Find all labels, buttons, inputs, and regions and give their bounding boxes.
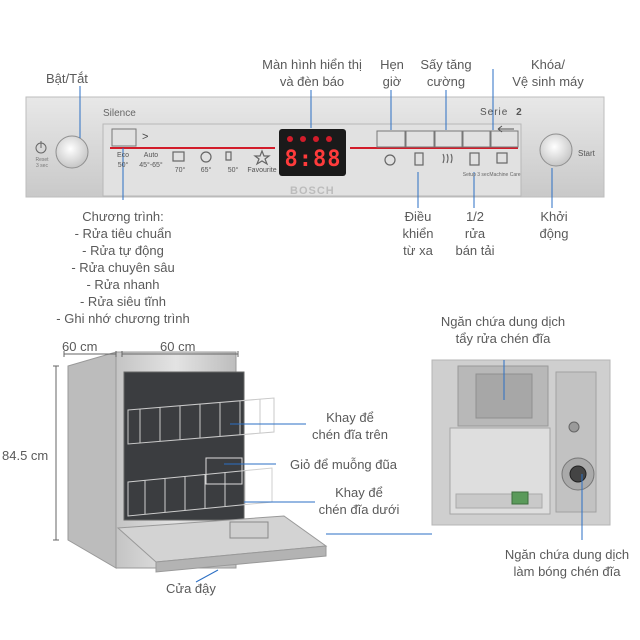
program-item: - Rửa tiêu chuẩn [74, 226, 172, 241]
half-load-label: 1/2 rửa bán tải [448, 208, 502, 259]
width-dimension: 60 cm [160, 339, 196, 354]
display-label-line: và đèn báo [279, 74, 345, 89]
silence-label: Silence [103, 108, 136, 119]
timer-label-line: giờ [382, 74, 402, 89]
setup-caption: Setup 3 sec [462, 172, 490, 178]
machine-care-caption: Machine Care [489, 172, 521, 178]
leader-lines [79, 69, 583, 583]
half-load-icon [469, 152, 480, 166]
cutlery-basket-wire [205, 457, 243, 485]
upper-rack-label: Khay để chén đĩa trên [302, 409, 398, 443]
remote-label: Điều khiển từ xa [396, 208, 440, 259]
lower-rack-label: Khay để chén đĩa dưới [312, 484, 406, 518]
door-label: Cửa đậy [166, 581, 216, 596]
dry-label: Sấy tăng cường [414, 56, 478, 90]
upper-rack-label-line: chén đĩa trên [312, 427, 388, 442]
display-digits: 8:88 [284, 147, 342, 172]
detergent-label-line: Ngăn chứa dung dịch [440, 314, 566, 329]
lock-label: Khóa/ Vệ sinh máy [500, 56, 596, 90]
timer-clock-icon [384, 154, 396, 166]
upper-rack-label-line: Khay để [326, 410, 374, 425]
rinse-aid-label-line: Ngăn chứa dung dịch [504, 547, 630, 562]
half-load-button [462, 130, 491, 148]
upper-rack-wire [127, 397, 275, 445]
cutlery-basket-label: Giỏ để muỗng đũa [290, 457, 397, 472]
dry-label-line: Sấy tăng [420, 57, 472, 72]
start-button[interactable] [539, 133, 573, 167]
half-load-label-line: rửa [464, 226, 486, 241]
start-label-line: động [539, 226, 569, 241]
start-caption: Start [578, 149, 595, 158]
lock-label-line: Khóa/ [531, 57, 565, 72]
timer-label-line: Hẹn [380, 57, 404, 72]
program-temp: 50° [117, 162, 129, 169]
intensive-pot-icon [172, 151, 185, 162]
power-caption: Reset 3 sec [35, 157, 49, 169]
timer-button [376, 130, 406, 148]
brand-logo: BOSCH [290, 185, 335, 197]
detergent-label-line: tẩy rửa chén đĩa [455, 331, 551, 346]
program-icons [172, 149, 271, 166]
remote-phone-icon [414, 152, 424, 166]
program-intensive[interactable]: 70° [174, 167, 186, 174]
program-item: - Rửa chuyên sâu [71, 260, 175, 275]
height-dimension: 84.5 cm [2, 448, 49, 463]
option-icons [384, 152, 508, 166]
remote-label-line: từ xa [403, 243, 433, 258]
program-auto[interactable]: Auto 45°-65° [137, 152, 165, 170]
dishwasher-illustration [67, 351, 328, 573]
dispenser-closeup [431, 359, 611, 526]
program-item: - Rửa siêu tĩnh [79, 294, 167, 309]
power-button[interactable] [55, 135, 89, 169]
timer-label: Hẹn giờ [372, 56, 412, 90]
lock-button [490, 130, 519, 148]
detergent-dispenser-label: Ngăn chứa dung dịch tẩy rửa chén đĩa [428, 313, 578, 347]
start-label-line: Khởi [540, 209, 568, 224]
silence-icon [225, 151, 232, 161]
half-load-label-line: bán tải [455, 243, 495, 258]
series-label: Serie 2 [480, 104, 523, 121]
power-label: Bật/Tắt [46, 71, 88, 86]
programs-label: Chương trình: - Rửa tiêu chuẩn - Rửa tự … [48, 208, 198, 327]
series-text: Serie [480, 107, 509, 118]
program-item: - Rửa tự động [82, 243, 164, 258]
favourite-star-icon [253, 149, 271, 166]
dry-steam-icon [442, 153, 453, 164]
remote-label-line: Điều [404, 209, 432, 224]
program-temp: 45°-65° [139, 162, 163, 169]
program-item: - Ghi nhớ chương trình [56, 311, 190, 326]
lock-arrow-icon [497, 125, 514, 133]
program-silence[interactable]: 50° [227, 167, 239, 174]
lower-rack-label-line: Khay để [335, 485, 383, 500]
program-selector-box [111, 128, 137, 147]
display-label: Màn hình hiển thị và đèn báo [248, 56, 376, 90]
depth-dimension: 60 cm [62, 339, 98, 354]
dry-label-line: cường [426, 74, 466, 89]
half-load-label-line: 1/2 [465, 209, 485, 224]
machine-care-icon [496, 152, 508, 164]
dry-button [434, 130, 463, 148]
series-number: 2 [516, 107, 523, 118]
control-panel [25, 96, 605, 198]
rinse-aid-label-line: làm bóng chén đĩa [513, 564, 621, 579]
quick-clock-icon [200, 151, 212, 163]
program-name: Auto [143, 152, 159, 159]
program-name: Eco [116, 152, 130, 159]
display-label-line: Màn hình hiển thị [262, 57, 362, 72]
lower-rack-label-line: chén đĩa dưới [318, 502, 400, 517]
remote-label-line: khiển [402, 226, 434, 241]
program-favourite[interactable]: Favourite [247, 167, 277, 174]
lock-label-line: Vệ sinh máy [512, 74, 584, 89]
start-label: Khởi động [532, 208, 576, 242]
program-quick[interactable]: 65° [200, 167, 212, 174]
remote-button [405, 130, 435, 148]
rinse-aid-dispenser-label: Ngăn chứa dung dịch làm bóng chén đĩa [494, 546, 640, 580]
program-eco[interactable]: Eco 50° [110, 152, 136, 170]
dimension-lines [53, 351, 239, 541]
programs-title: Chương trình: [82, 209, 164, 224]
display-indicator-icons [287, 136, 332, 142]
program-chevron[interactable]: > [142, 131, 149, 143]
program-item: - Rửa nhanh [86, 277, 160, 292]
